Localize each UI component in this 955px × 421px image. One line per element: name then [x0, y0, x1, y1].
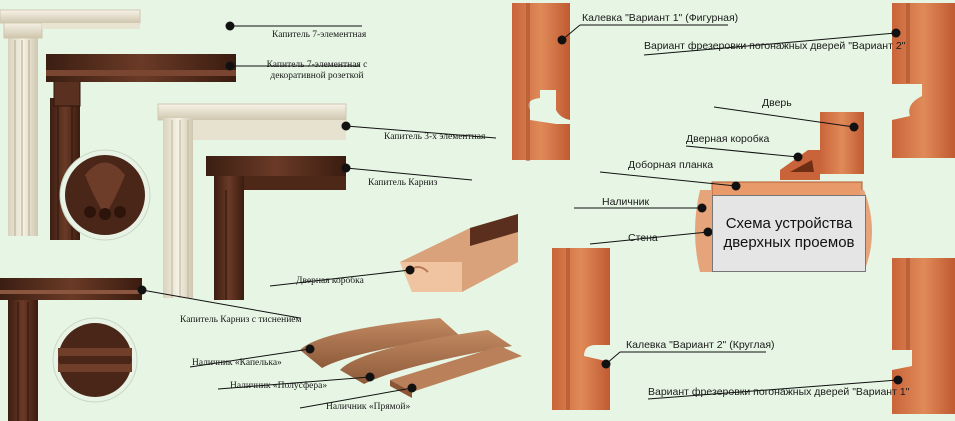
- label-trim-straight: Наличник «Прямой»: [326, 402, 411, 412]
- label-capital-3: Капитель 3-х элементная: [384, 132, 486, 142]
- label-capital-7-rosette: Капитель 7-элементная с декоративной роз…: [266, 60, 368, 81]
- trim-profiles: [300, 318, 522, 398]
- label-capital-cornice-emboss: Капитель Карниз с тиснением: [180, 315, 302, 325]
- dot-capital-7-rosette: [225, 61, 235, 71]
- dot-capital-7: [225, 21, 235, 31]
- dot-trim-hemisphere: [365, 372, 375, 382]
- label-milling-variant-2: Вариант фрезеровки погонажных дверей "Ва…: [644, 40, 906, 52]
- connector-dots: [137, 21, 903, 393]
- dot-milling-2: [891, 28, 901, 38]
- door-profile-variant-1-bottom-right: [892, 258, 955, 414]
- door-profile-variant-2-bottom-left: [552, 248, 610, 410]
- door-profile-variant-2-top-right: [892, 3, 955, 158]
- door-frame-profile: [400, 214, 518, 292]
- label-door-box: Дверная коробка: [686, 133, 770, 145]
- label-trim: Наличник: [602, 196, 650, 208]
- dot-door-frame: [405, 265, 415, 275]
- capital-cornice-dark: [206, 156, 346, 300]
- dot-capital-emboss: [137, 285, 147, 295]
- label-bead-variant-2: Калевка "Вариант 2" (Круглая): [626, 339, 775, 351]
- capital-7-rosette-dark: [46, 54, 236, 241]
- capital-cornice-emboss-dark: [0, 278, 142, 421]
- label-bead-variant-1: Калевка "Вариант 1" (Фигурная): [582, 12, 739, 24]
- label-trim-drop: Наличник «Капелька»: [192, 358, 282, 368]
- dot-extension: [731, 181, 741, 191]
- dot-bead-2: [601, 359, 611, 369]
- label-wall: Стена: [628, 232, 658, 244]
- label-capital-7: Капитель 7-элементная: [272, 30, 367, 40]
- dot-door-box: [793, 152, 803, 162]
- door-profile-variant-1-top: [512, 3, 570, 161]
- dot-bead-1: [557, 35, 567, 45]
- dot-capital-cornice: [341, 163, 351, 173]
- label-trim-hemisphere: Наличник «Полусфера»: [230, 381, 328, 391]
- schema-title-box: Схема устройства дверхных проемов: [712, 195, 866, 272]
- dot-trim-drop: [305, 344, 315, 354]
- dot-trim: [697, 203, 707, 213]
- label-door-frame: Дверная коробка: [296, 276, 364, 286]
- connector-lines: [141, 24, 899, 409]
- label-capital-cornice: Капитель Карниз: [368, 178, 438, 188]
- capital-3-cream: [157, 103, 347, 298]
- label-door: Дверь: [762, 97, 792, 109]
- label-milling-variant-1: Вариант фрезеровки погонажных дверей "Ва…: [648, 386, 910, 398]
- dot-trim-straight: [407, 383, 417, 393]
- dot-milling-1: [893, 375, 903, 385]
- dot-wall: [703, 227, 713, 237]
- capital-7-cream: [0, 9, 141, 236]
- label-extension-board: Доборная планка: [628, 159, 714, 171]
- dot-door: [849, 122, 859, 132]
- dot-capital-3: [341, 121, 351, 131]
